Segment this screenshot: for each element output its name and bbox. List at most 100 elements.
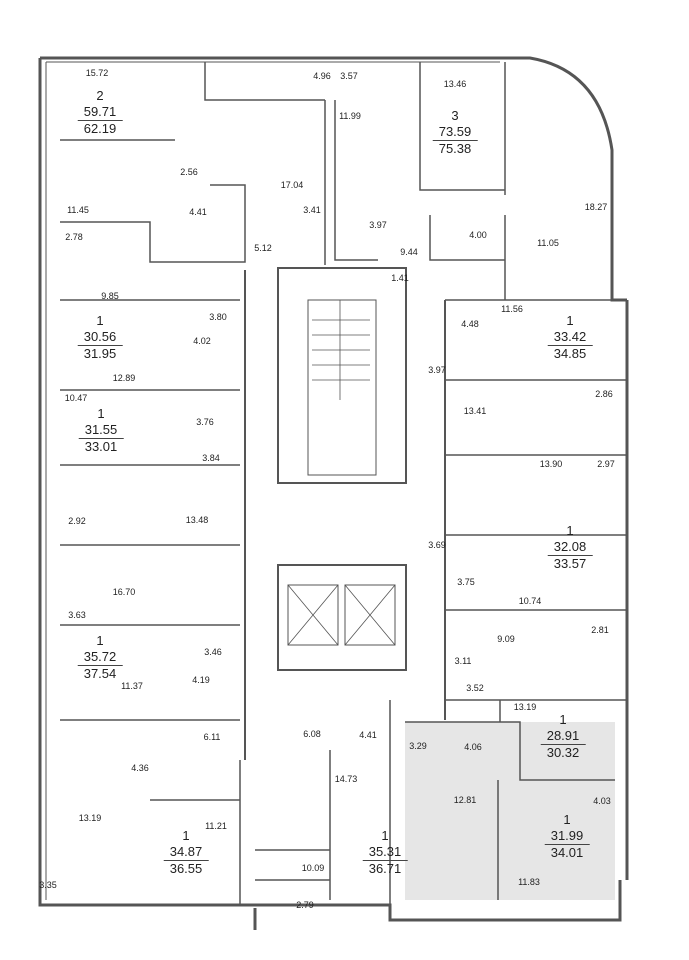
room-count: 1 bbox=[566, 313, 574, 328]
room-area-label: 2.78 bbox=[65, 232, 83, 242]
total-area: 34.01 bbox=[550, 845, 584, 860]
room-area-label: 2.86 bbox=[595, 389, 613, 399]
outer-wall bbox=[38, 56, 629, 930]
living-area: 34.87 bbox=[163, 844, 209, 861]
room-area-label: 14.73 bbox=[334, 774, 358, 784]
total-area: 75.38 bbox=[438, 141, 472, 156]
room-area-label: 11.21 bbox=[205, 821, 227, 831]
room-area-label: 3.57 bbox=[340, 71, 358, 81]
total-area: 30.32 bbox=[546, 745, 580, 760]
room-count: 1 bbox=[559, 712, 567, 727]
living-area: 73.59 bbox=[432, 124, 478, 141]
room-area-label: 3.80 bbox=[209, 312, 227, 322]
room-area-label: 11.83 bbox=[518, 877, 540, 887]
living-area: 28.91 bbox=[540, 728, 586, 745]
room-area-label: 13.46 bbox=[443, 79, 467, 89]
room-count: 1 bbox=[97, 406, 105, 421]
room-area-label: 11.56 bbox=[501, 304, 523, 314]
room-area-label: 3.52 bbox=[466, 683, 484, 693]
total-area: 62.19 bbox=[83, 121, 117, 136]
total-area: 33.57 bbox=[553, 556, 587, 571]
room-count: 3 bbox=[451, 108, 459, 123]
room-area-label: 3.69 bbox=[428, 540, 446, 550]
room-area-label: 13.19 bbox=[78, 813, 102, 823]
room-area-label: 3.76 bbox=[196, 417, 214, 427]
room-area-label: 4.00 bbox=[469, 230, 487, 240]
living-area: 33.42 bbox=[547, 329, 593, 346]
room-area-label: 11.99 bbox=[339, 111, 361, 121]
room-count: 1 bbox=[381, 828, 389, 843]
living-area: 31.55 bbox=[78, 422, 124, 439]
room-area-label: 3.11 bbox=[454, 656, 472, 666]
room-area-label: 17.04 bbox=[280, 180, 304, 190]
room-area-label: 3.46 bbox=[204, 647, 222, 657]
room-area-label: 4.96 bbox=[313, 71, 331, 81]
room-area-label: 3.41 bbox=[303, 205, 321, 215]
living-area: 32.08 bbox=[547, 539, 593, 556]
room-area-label: 4.06 bbox=[464, 742, 482, 752]
room-area-label: 2.79 bbox=[296, 900, 314, 910]
room-area-label: 4.41 bbox=[189, 207, 207, 217]
room-area-label: 4.03 bbox=[593, 796, 611, 806]
living-area: 30.56 bbox=[77, 329, 123, 346]
total-area: 31.95 bbox=[83, 346, 117, 361]
room-count: 1 bbox=[182, 828, 190, 843]
room-area-label: 15.72 bbox=[85, 68, 109, 78]
total-area: 33.01 bbox=[84, 439, 118, 454]
room-area-label: 3.97 bbox=[369, 220, 387, 230]
room-area-label: 9.44 bbox=[400, 247, 418, 257]
room-area-label: 16.70 bbox=[112, 587, 136, 597]
room-area-label: 3.84 bbox=[202, 453, 220, 463]
room-area-label: 2.92 bbox=[68, 516, 86, 526]
room-area-label: 3.97 bbox=[428, 365, 446, 375]
room-area-label: 10.74 bbox=[518, 596, 542, 606]
room-area-label: 4.02 bbox=[193, 336, 211, 346]
elevator-shaft bbox=[287, 584, 339, 646]
room-area-label: 11.37 bbox=[121, 681, 143, 691]
room-area-label: 13.41 bbox=[463, 406, 487, 416]
total-area: 36.55 bbox=[169, 861, 203, 876]
room-area-label: 18.27 bbox=[584, 202, 608, 212]
stair-core bbox=[277, 267, 407, 484]
total-area: 37.54 bbox=[83, 666, 117, 681]
room-area-label: 13.19 bbox=[513, 702, 537, 712]
room-count: 2 bbox=[96, 88, 104, 103]
room-area-label: 13.48 bbox=[185, 515, 209, 525]
total-area: 34.85 bbox=[553, 346, 587, 361]
room-area-label: 2.97 bbox=[597, 459, 615, 469]
elevator-shaft bbox=[344, 584, 396, 646]
room-area-label: 12.89 bbox=[112, 373, 136, 383]
living-area: 59.71 bbox=[77, 104, 123, 121]
room-count: 1 bbox=[96, 313, 104, 328]
room-count: 1 bbox=[96, 633, 104, 648]
room-area-label: 1.41 bbox=[391, 273, 409, 283]
room-area-label: 9.09 bbox=[497, 634, 515, 644]
room-area-label: 11.05 bbox=[537, 238, 559, 248]
living-area: 35.31 bbox=[362, 844, 408, 861]
room-area-label: 6.08 bbox=[303, 729, 321, 739]
room-area-label: 5.12 bbox=[254, 243, 272, 253]
room-area-label: 3.29 bbox=[409, 741, 427, 751]
room-area-label: 4.36 bbox=[131, 763, 149, 773]
room-area-label: 11.45 bbox=[67, 205, 89, 215]
room-area-label: 12.81 bbox=[453, 795, 477, 805]
room-area-label: 3.75 bbox=[457, 577, 475, 587]
room-area-label: 9.85 bbox=[101, 291, 119, 301]
room-count: 1 bbox=[563, 812, 571, 827]
room-area-label: 6.11 bbox=[203, 732, 221, 742]
room-area-label: 3.35 bbox=[39, 880, 57, 890]
room-area-label: 2.56 bbox=[180, 167, 198, 177]
